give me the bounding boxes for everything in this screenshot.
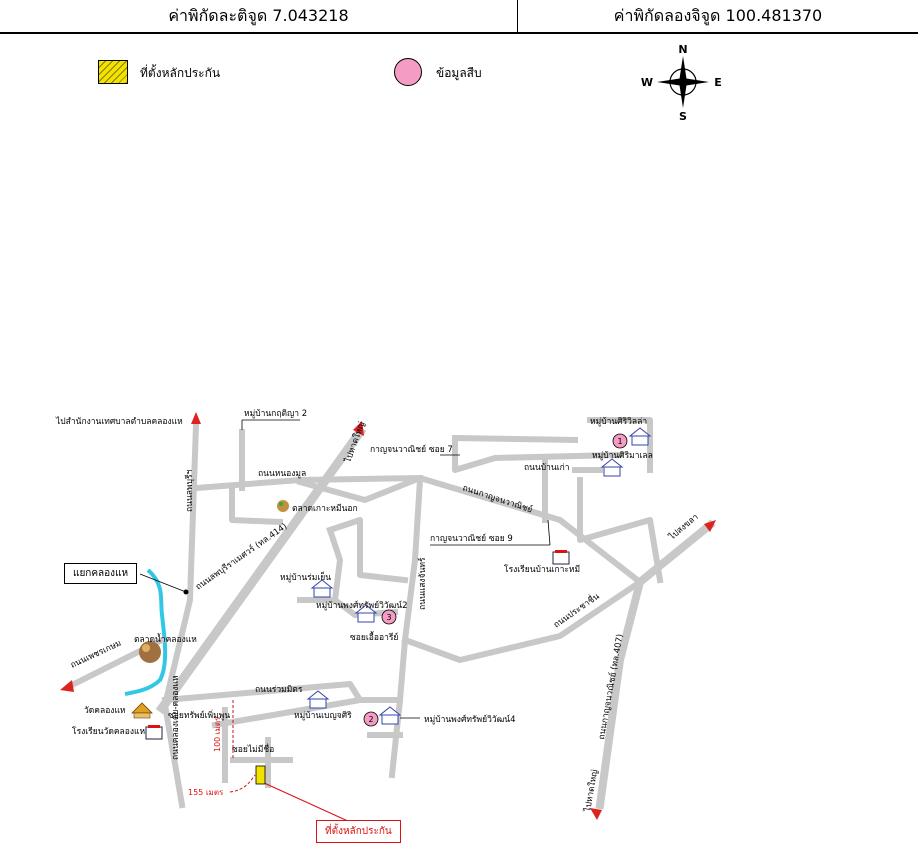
village-house-icon (378, 706, 402, 725)
label-kanchanavanich-road: ถนนกาญจนวาณิชย์ (461, 482, 534, 515)
label-nong-mul-road: ถนนหนองมูล (258, 469, 306, 479)
label-village-romyen: หมู่บ้านร่มเย็น (280, 571, 331, 583)
svg-text:2: 2 (368, 715, 373, 724)
school-icon (552, 550, 570, 565)
label-khlong-hae-junction: แยกคลองแห (64, 563, 138, 584)
arrow-to-songkhla (704, 520, 716, 532)
leader-lines (139, 419, 551, 719)
label-kanchanavanich-soi9: กาญจนวาณิชย์ ซอย 9 (430, 533, 513, 544)
arrow-to-hatyai (353, 421, 364, 436)
compass-rose-icon: N S E W (641, 43, 722, 122)
compass-north-label: N (678, 43, 687, 56)
collateral-site-legend-label: ที่ตั้งหลักประกัน (140, 66, 221, 80)
survey-marker-2: 2 (363, 711, 379, 727)
school-icon (145, 725, 163, 740)
coordinate-bar: ค่าพิกัดละติจูด 7.043218 ค่าพิกัดลองจิจู… (0, 0, 918, 34)
label-ruam-mit-road: ถนนร่วมมิตร (255, 685, 303, 695)
label-soi-maimichue: ซอยไม่มีชื่อ (232, 743, 274, 755)
village-house-icon (628, 427, 652, 446)
label-floating-market: ตลาดน้ำคลองแห (134, 633, 197, 645)
survey-info-legend-label: ข้อมูลสืบ (436, 66, 482, 80)
label-kanchanavanich-soi7: กาญจนวาณิชย์ ซอย 7 (370, 444, 453, 455)
compass-west-label: W (641, 76, 653, 89)
road-network (65, 417, 716, 810)
label-wat-khlong-hae-school: โรงเรียนวัดคลองแห (72, 726, 145, 737)
label-koh-mi-school: โรงเรียนบ้านเกาะหมี (504, 564, 580, 575)
label-north-south-road: ถนนลพบุรีฯ (184, 469, 195, 512)
label-soi-uea-ari: ซอยเอื้ออารีย์ (350, 631, 398, 643)
market-icon (277, 500, 289, 512)
collateral-site-legend-swatch (98, 60, 128, 84)
collateral-site-marker (255, 765, 266, 785)
longitude-value: ค่าพิกัดลองจิจูด 100.481370 (613, 6, 823, 25)
survey-marker-3: 3 (381, 609, 397, 625)
label-wat-khlong-hae: วัดคลองแห (84, 706, 126, 716)
floating-market-icon (139, 641, 161, 663)
village-house-icon (310, 579, 334, 598)
svg-text:3: 3 (386, 613, 391, 622)
label-to-municipality: ไปสำนักงานเทศบาลตำบลคลองแห (55, 416, 183, 427)
label-koh-hong-market: ตลาดเกาะหมีนอก (292, 503, 358, 514)
survey-marker-1: 1 (612, 433, 628, 449)
label-to-hatyai: ไปหาดใหญ่ (342, 420, 367, 465)
temple-icon (131, 702, 153, 719)
label-ban-kao-road: ถนนบ้านเก่า (524, 462, 570, 473)
arrow-south-west (60, 680, 74, 692)
arrow-north-west-road (191, 412, 201, 424)
label-village-kritiya2: หมู่บ้านกฤติญา 2 (244, 408, 307, 419)
label-village-benjasiri: หมู่บ้านเบญจศิริ (294, 710, 352, 721)
label-soi-sapsoem: ซอยทรัพย์เพิ่มพูน (168, 709, 230, 721)
label-distance-155: 155 เมตร (188, 788, 224, 797)
label-khlong-ng-road: ถนนคลองเตย-คลองแห (171, 675, 181, 760)
arrow-south (590, 808, 602, 820)
village-house-icon (354, 604, 378, 623)
label-village-phongsap2: หมู่บ้านพงศ์ทรัพย์วิวัฒน์2 (316, 600, 408, 611)
canal (124, 568, 168, 696)
label-village-sirimall: หมู่บ้านศิริมาเลล (592, 450, 653, 461)
village-house-icon (306, 690, 330, 709)
svg-text:1: 1 (617, 437, 622, 446)
distance-lines (229, 700, 351, 823)
junction-dot (183, 589, 189, 595)
compass-south-label: S (679, 110, 687, 122)
school-icons (145, 550, 570, 740)
label-village-sirivilla: หมู่บ้านศิริวิลล่า (590, 416, 647, 427)
label-collateral-site: ที่ตั้งหลักประกัน (316, 820, 401, 843)
latitude-value: ค่าพิกัดละติจูด 7.043218 (0, 0, 518, 32)
label-saeng-chan-road: ถนนแสงจันทร์ (417, 557, 428, 610)
label-village-phongsap4: หมู่บ้านพงศ์ทรัพย์วิวัฒน์4 (424, 714, 516, 725)
compass-east-label: E (714, 76, 722, 89)
village-icons (306, 427, 652, 725)
label-distance-100: 100 เมตร (213, 716, 222, 752)
village-house-icon (600, 458, 624, 477)
survey-info-legend-swatch (394, 58, 422, 86)
